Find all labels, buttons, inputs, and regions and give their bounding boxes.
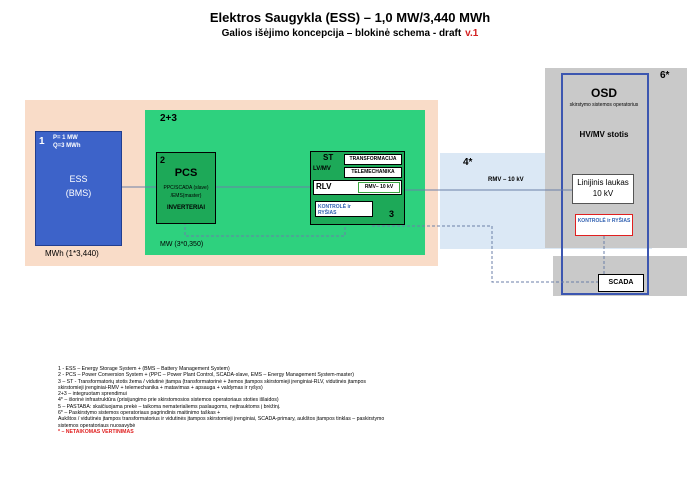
osd-subtitle: skirstymo sistemos operatorius bbox=[569, 102, 639, 108]
page-subtitle: Galios išėjimo koncepcija – blokinė sche… bbox=[0, 28, 700, 39]
pcs-ppc-scada: PPC/SCADA (slave) bbox=[163, 185, 209, 191]
version-label: v.1 bbox=[465, 28, 479, 39]
legend: 1 - ESS – Energy Storage System + (BMS –… bbox=[58, 366, 388, 435]
legend-item: 3 – ST - Transformatorių stotis žema / v… bbox=[58, 378, 366, 391]
pcs-inverters: INVERTERIAI bbox=[166, 205, 205, 211]
zone-label-4: 4* bbox=[463, 157, 473, 168]
legend-item: 6* – Paskirstymo sistemos operatoriaus p… bbox=[58, 410, 221, 417]
scada-box: SCADA bbox=[598, 274, 644, 292]
pcs-number: 2 bbox=[160, 155, 166, 165]
st-rmv: RMV– 10 kV bbox=[358, 182, 400, 193]
zone-label-6: 6* bbox=[660, 70, 670, 81]
legend-item: 4* – išorinė infrastruktūra (prisijungim… bbox=[58, 397, 279, 404]
ess-bms: (BMS) bbox=[65, 188, 92, 198]
osd-name: OSD bbox=[590, 86, 617, 100]
st-number: 3 bbox=[389, 209, 395, 219]
st-block: ST LV/MV TRANSFORMACIJA TELEMECHANIKA RL… bbox=[310, 151, 405, 225]
osd-frame bbox=[561, 73, 649, 295]
subtitle-text: Galios išėjimo koncepcija – blokinė sche… bbox=[221, 28, 462, 39]
legend-item: 1 - ESS – Energy Storage System + (BMS –… bbox=[58, 366, 230, 372]
page-title: Elektros Saugykla (ESS) – 1,0 MW/3,440 M… bbox=[209, 10, 491, 25]
st-transformacija: TRANSFORMACIJA bbox=[344, 154, 402, 165]
legend-item: Aukštos / vidutinės įtampos transformato… bbox=[58, 416, 385, 429]
pcs-mw-label: MW (3*0,350) bbox=[160, 241, 204, 248]
link-rmv-label: RMV – 10 kV bbox=[488, 177, 524, 183]
ess-name: ESS bbox=[69, 174, 88, 184]
legend-item: 5 – PASTABA: skaičiuojama prekė – taikom… bbox=[58, 403, 281, 410]
osd-station: HV/MV stotis bbox=[579, 130, 629, 139]
st-rlv: RLV bbox=[316, 182, 332, 191]
legend-note: * – NETAIKOMAS VERTINIMAS bbox=[58, 428, 134, 435]
ess-block: 1 P= 1 MW Q=3 MWh ESS (BMS) bbox=[35, 131, 122, 246]
st-lvmv: LV/MV bbox=[313, 166, 331, 172]
pcs-ems: /EMS(master) bbox=[170, 193, 202, 199]
st-label: ST bbox=[323, 153, 334, 162]
ess-capacity: Q=3 MWh bbox=[53, 143, 81, 149]
linijinis-kv: 10 kV bbox=[592, 189, 614, 198]
zone-label-2-3: 2+3 bbox=[160, 113, 177, 124]
dashed-pcs-control bbox=[184, 215, 346, 237]
ess-mwh-label: MWh (1*3,440) bbox=[45, 249, 99, 258]
ess-number: 1 bbox=[39, 136, 45, 147]
st-rlv-row: RLV RMV– 10 kV bbox=[313, 180, 402, 195]
pcs-name: PCS bbox=[174, 167, 198, 179]
dashed-control-scada bbox=[371, 221, 598, 283]
linijinis-label: Linijinis laukas bbox=[577, 178, 629, 187]
linijinis-laukas-box: Linijinis laukas 10 kV bbox=[572, 174, 634, 204]
st-telemechanika: TELEMECHANIKA bbox=[344, 167, 402, 178]
osd-kontrole: KONTROLĖ ir RYŠIAS bbox=[575, 214, 633, 236]
ess-power: P= 1 MW bbox=[53, 135, 78, 141]
legend-item: 2+3 – integruotam sprendimui bbox=[58, 391, 127, 398]
legend-item: 2 - PCS – Power Conversion System + (PPC… bbox=[58, 372, 354, 379]
pcs-block: 2 PCS PPC/SCADA (slave) /EMS(master) INV… bbox=[156, 152, 216, 224]
st-kontrole: KONTROLĖ ir RYŠIAS bbox=[315, 201, 373, 217]
